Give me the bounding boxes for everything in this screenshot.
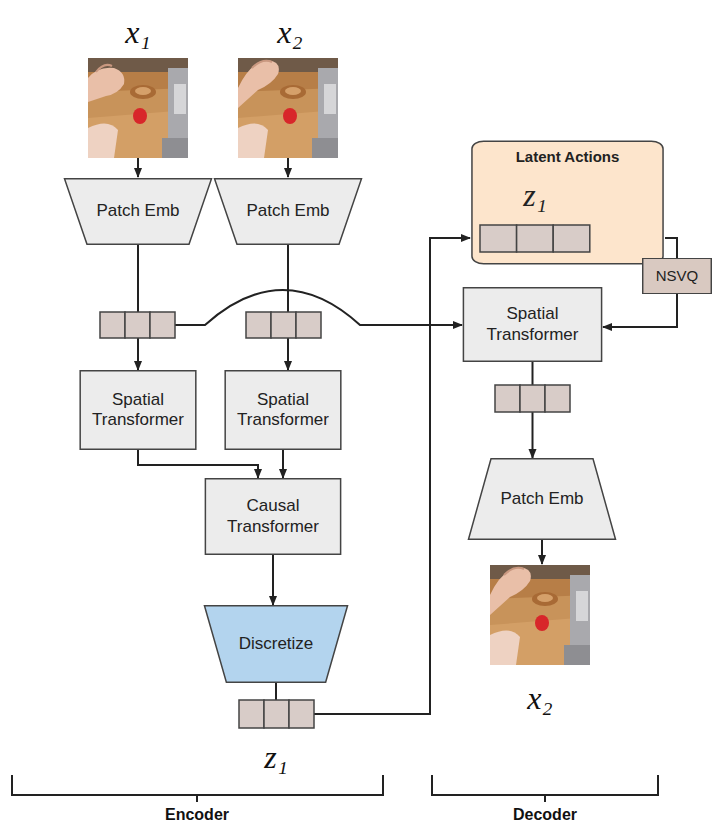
transformer-block: Spatial Transformer (224, 370, 342, 450)
token-row (239, 700, 314, 728)
patch-embed-block: Patch Emb (63, 178, 213, 245)
latent-label: z₁ (264, 739, 288, 776)
box-content: Spatial Transformer (79, 370, 197, 450)
input-arrow (137, 158, 139, 177)
frame-label: x₂ (277, 14, 302, 51)
box-label: Causal Transformer (210, 496, 336, 537)
frame-label: x₁ (125, 14, 150, 51)
input-frame (88, 58, 188, 158)
transformer-block: Spatial Transformer (462, 287, 603, 362)
token-row (495, 385, 570, 412)
quantizer-block: Discretize (203, 605, 349, 683)
patch-embed-block: Patch Emb (467, 458, 617, 540)
connector (287, 245, 289, 370)
box-label: Discretize (239, 634, 314, 654)
input-arrow (287, 158, 289, 177)
box-label: Patch Emb (500, 489, 583, 509)
box-content: Patch Emb (213, 178, 363, 245)
box-label: Patch Emb (246, 201, 329, 221)
output-arrow (541, 540, 543, 564)
box-label: Spatial Transformer (230, 390, 336, 431)
box-content: Causal Transformer (204, 478, 342, 555)
section-label: Encoder (165, 806, 229, 824)
latent-action-box: Latent Actions z₁ (470, 140, 665, 265)
transformer-block: Causal Transformer (204, 478, 342, 555)
box-content: Discretize (203, 605, 349, 683)
frame-label: x₂ (527, 680, 552, 717)
transformer-block: Spatial Transformer (79, 370, 197, 450)
token-row (246, 312, 321, 338)
nsvq-box: NSVQ (642, 258, 712, 294)
box-content: Patch Emb (63, 178, 213, 245)
box-heading: Latent Actions (470, 148, 665, 166)
connector (272, 555, 274, 605)
token-row (479, 224, 591, 254)
connector (138, 450, 258, 478)
box-label: Spatial Transformer (468, 304, 597, 345)
connector (665, 238, 677, 258)
decoder-bracket (432, 775, 658, 802)
box-content: Spatial Transformer (224, 370, 342, 450)
connector (603, 294, 677, 327)
box-content: Spatial Transformer (462, 287, 603, 362)
input-frame (238, 58, 338, 158)
patch-embed-block: Patch Emb (213, 178, 363, 245)
box-label: Patch Emb (96, 201, 179, 221)
connector (282, 450, 284, 478)
box-content: Patch Emb (467, 458, 617, 540)
section-label: Decoder (513, 806, 577, 824)
box-label: Spatial Transformer (85, 390, 191, 431)
encoder-bracket (12, 775, 383, 802)
box-label: NSVQ (656, 267, 699, 285)
box-content: NSVQ (642, 258, 712, 294)
latent-symbol: z₁ (480, 176, 590, 214)
output-frame (490, 565, 590, 665)
token-row (100, 312, 175, 338)
